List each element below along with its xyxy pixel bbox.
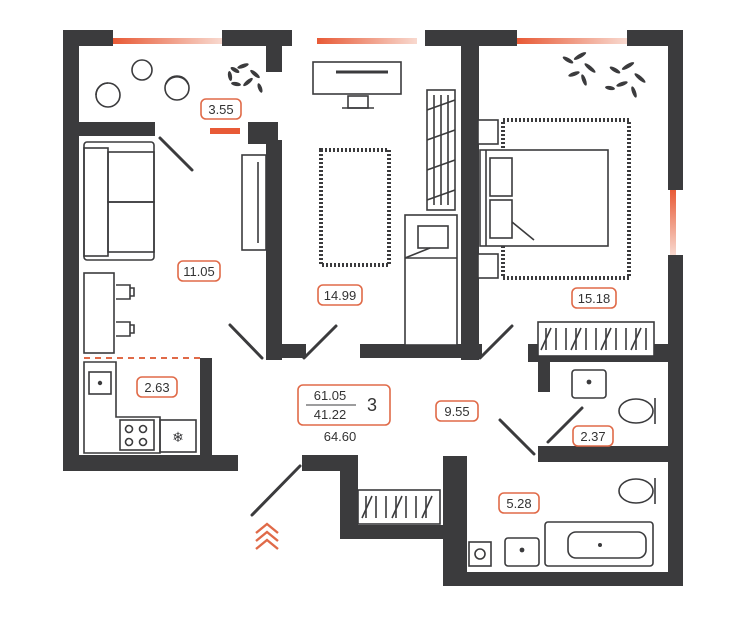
room-label-kitchen: 2.63: [136, 376, 178, 398]
plant-icon-2: [562, 52, 596, 86]
wc-toilet-2: [618, 478, 656, 504]
snowflake-icon: ❄: [172, 430, 184, 446]
svg-text:2.63: 2.63: [144, 380, 169, 395]
bedroom2-bed: [477, 119, 609, 279]
sofa: [83, 141, 155, 261]
windows: [113, 38, 676, 255]
plant-icon-1: [227, 63, 263, 93]
wc-toilet-1: [618, 398, 656, 424]
washing-machine: [468, 541, 492, 567]
bedroom1-wardrobe: [426, 89, 456, 211]
walls: [63, 30, 683, 586]
balcony-furniture: [95, 59, 190, 108]
bedroom1-desk: [312, 61, 402, 109]
room-label-living: 11.05: [177, 260, 221, 282]
desk: [83, 272, 135, 354]
svg-text:3.55: 3.55: [208, 102, 233, 117]
svg-text:15.18: 15.18: [578, 291, 611, 306]
total-area: 61.05: [314, 388, 347, 403]
wc-sink: [571, 369, 607, 399]
svg-text:9.55: 9.55: [444, 404, 469, 419]
plant-icon-3: [605, 62, 646, 98]
room-label-bedroom-2: 15.18: [571, 287, 617, 309]
kitchen-counter: [83, 361, 197, 454]
room-label-balcony: 3.55: [200, 98, 242, 120]
svg-text:14.99: 14.99: [324, 288, 357, 303]
bedroom2-wardrobe: [537, 321, 655, 357]
rug-1: [319, 148, 391, 267]
tv-unit: [241, 154, 267, 251]
svg-text:11.05: 11.05: [183, 264, 215, 279]
room-label-wc: 2.37: [572, 425, 614, 447]
bath-sink: [504, 537, 540, 567]
hall-wardrobe: [357, 489, 441, 525]
svg-text:5.28: 5.28: [506, 496, 531, 511]
room-label-hall: 9.55: [435, 400, 479, 422]
bathtub: [544, 521, 654, 567]
room-count: 3: [367, 395, 377, 415]
room-label-bedroom-1: 14.99: [317, 284, 363, 306]
living-area: 41.22: [314, 407, 347, 422]
room-label-bath: 5.28: [498, 492, 540, 514]
area-summary: 61.05 41.22 3 64.60: [297, 384, 391, 444]
entrance-chevron-icon: [255, 522, 279, 550]
svg-text:2.37: 2.37: [580, 429, 605, 444]
doors: [158, 136, 584, 517]
area-with-balcony: 64.60: [324, 429, 357, 444]
bedroom1-bed: [404, 214, 458, 346]
